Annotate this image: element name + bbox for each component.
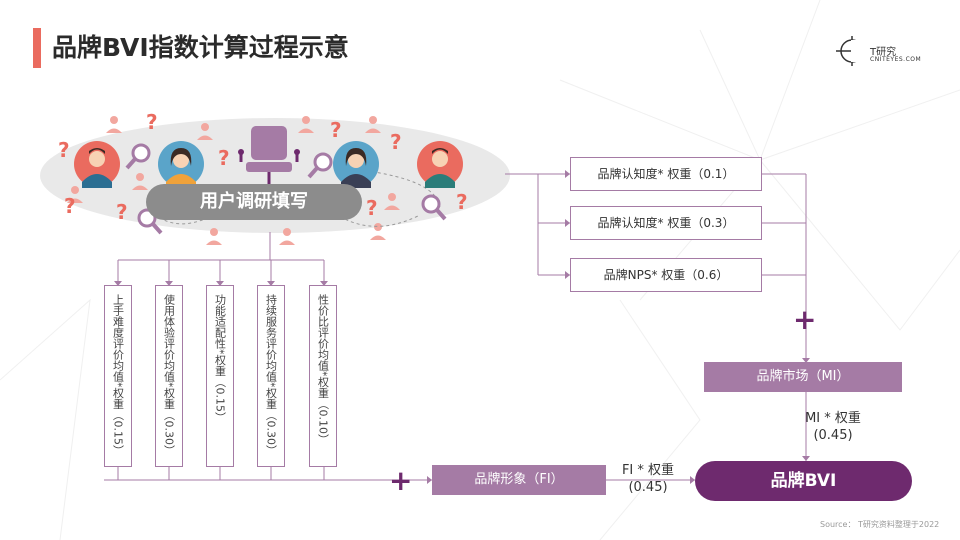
small-person-icon [370,223,386,240]
question-mark-icon: ? [218,146,230,170]
small-person-icon [365,116,381,133]
question-mark-icon: ? [58,138,70,162]
score-item-value: 性价比评价均值*权重（0.10） [309,285,337,467]
market-item-nps: 品牌NPS* 权重（0.6） [570,258,762,292]
plus-icon: + [793,303,817,336]
logo-icon [836,36,868,66]
score-item-label: 功能适配性*权重（0.15） [213,294,227,423]
question-mark-icon: ? [146,110,158,134]
market-item-awareness-2: 品牌认知度* 权重（0.3） [570,206,762,240]
market-item-awareness-1: 品牌认知度* 权重（0.1） [570,157,762,191]
score-item-service: 持续服务评价均值*权重（0.30） [257,285,285,467]
small-person-icon [106,116,122,133]
logo-name: T研究 [870,47,897,58]
brand-bvi-box: 品牌BVI [695,461,912,501]
fi-weight-line1: FI * 权重 [621,463,675,478]
brand-image-box: 品牌形象（FI） [432,465,606,495]
user-avatar-icon [417,141,463,188]
magnifier-icon [421,194,447,221]
brand-market-box: 品牌市场（MI） [704,362,902,392]
score-item-ease-of-use: 上手难度评价均值*权重（0.15） [104,285,132,467]
fi-weight-label: FI * 权重 (0.45) [612,462,684,496]
user-avatar-icon [74,141,120,188]
score-item-label: 性价比评价均值*权重（0.10） [316,294,330,445]
small-person-icon [384,193,400,210]
magnifier-icon [125,143,151,170]
mi-weight-line1: MI * 权重 [805,411,861,426]
question-mark-icon: ? [456,190,468,214]
question-mark-icon: ? [390,130,402,154]
question-mark-icon: ? [64,194,76,218]
small-person-icon [67,186,83,203]
score-item-label: 持续服务评价均值*权重（0.30） [264,294,278,456]
logo-subtitle: CNITEYES.COM [870,56,922,63]
survey-label: 用户调研填写 [146,184,362,220]
question-mark-icon: ? [366,196,378,220]
score-item-function-fit: 功能适配性*权重（0.15） [206,285,234,467]
small-person-icon [279,228,295,245]
magnifier-icon [307,152,333,179]
small-person-icon [206,228,222,245]
mi-weight-line2: (0.45) [813,428,853,443]
title-accent-bar [33,28,41,68]
source-note: Source： T研究资料整理于2022 [820,520,940,529]
fi-weight-line2: (0.45) [628,480,668,495]
small-person-icon [197,123,213,140]
score-item-label: 使用体验评价均值*权重（0.30） [162,294,176,456]
page-title: 品牌BVI指数计算过程示意 [52,33,349,62]
small-person-icon [132,173,148,190]
mi-weight-label: MI * 权重 (0.45) [800,410,866,444]
question-mark-icon: ? [330,118,342,142]
score-item-label: 上手难度评价均值*权重（0.15） [111,294,125,456]
question-mark-icon: ? [116,200,128,224]
small-person-icon [298,116,314,133]
plus-icon: + [389,464,413,497]
score-item-experience: 使用体验评价均值*权重（0.30） [155,285,183,467]
